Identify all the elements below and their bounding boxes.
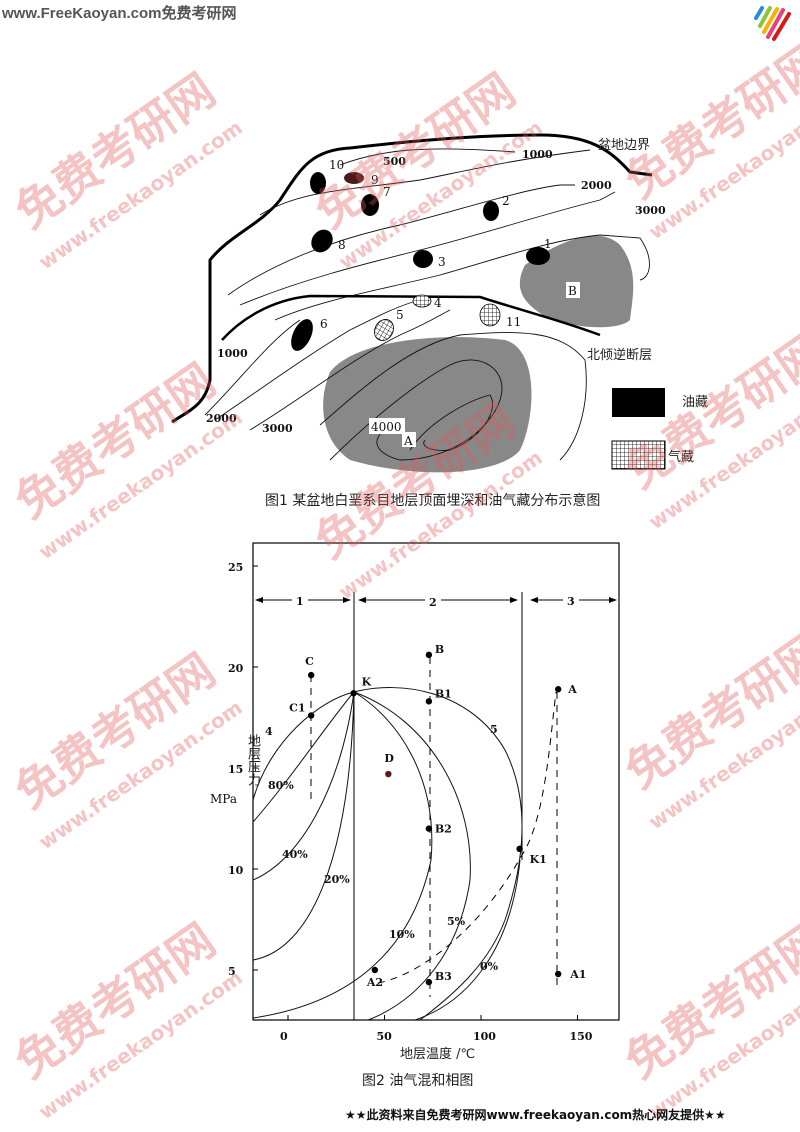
curve-40 bbox=[252, 691, 355, 881]
curve-0 bbox=[414, 859, 521, 1021]
point-a2 bbox=[371, 966, 379, 974]
point-c1 bbox=[307, 712, 315, 719]
region-label: 4 bbox=[265, 725, 273, 738]
oil-legend-label: 油藏 bbox=[682, 395, 708, 410]
reservoir-number: 10 bbox=[329, 158, 344, 172]
point-b bbox=[425, 651, 433, 659]
point-b1 bbox=[425, 698, 433, 705]
x-tick-label: 50 bbox=[377, 1030, 393, 1043]
curve-label: 0% bbox=[480, 960, 499, 973]
contour-label: 2000 bbox=[206, 412, 237, 425]
contour-label: 1000 bbox=[522, 148, 553, 161]
x-axis-label: 地层温度 /℃ bbox=[400, 1046, 475, 1062]
curve-label: 10% bbox=[389, 928, 415, 941]
y-tick-label: 20 bbox=[228, 662, 244, 675]
point-label: A bbox=[567, 683, 577, 696]
point-label: B3 bbox=[435, 970, 452, 983]
area-b-label: B bbox=[568, 284, 577, 298]
contour-label: 3000 bbox=[635, 204, 666, 217]
reservoir-number: 4 bbox=[434, 296, 442, 310]
y-tick-label: 15 bbox=[228, 763, 243, 776]
zone-label: 3 bbox=[567, 595, 575, 608]
point-label: B bbox=[435, 643, 444, 656]
reservoir-number: 9 bbox=[371, 173, 379, 187]
gas-legend-swatch bbox=[611, 440, 666, 470]
zone-label: 1 bbox=[296, 595, 304, 608]
reservoir-number: 5 bbox=[396, 308, 404, 322]
contour-label: 1000 bbox=[217, 347, 248, 360]
contour-label: 3000 bbox=[262, 422, 293, 435]
plot-frame bbox=[252, 542, 620, 1021]
point-b3 bbox=[425, 978, 433, 986]
point-d bbox=[385, 770, 392, 778]
reservoir-number: 8 bbox=[338, 238, 346, 252]
point-label: B2 bbox=[435, 823, 452, 836]
figure1-caption: 图1 某盆地白垩系目地层顶面埋深和油气藏分布示意图 bbox=[265, 492, 600, 509]
area-a bbox=[323, 337, 532, 473]
reservoir-number: 3 bbox=[438, 255, 446, 269]
fault-label: 北倾逆断层 bbox=[587, 347, 652, 363]
reservoir-number: 6 bbox=[320, 317, 328, 331]
point-label: C bbox=[305, 655, 314, 668]
legend: 油藏 气藏 bbox=[611, 388, 708, 470]
point-k1 bbox=[516, 845, 523, 852]
gas-reservoirs bbox=[374, 294, 501, 341]
point-label: K1 bbox=[530, 853, 547, 866]
curve-10 bbox=[252, 691, 433, 1019]
envelope-curve bbox=[252, 687, 523, 1021]
site-header[interactable]: www.FreeKaoyan.com免费考研网 bbox=[2, 5, 237, 22]
y-tick-label: 10 bbox=[228, 864, 244, 877]
contour-label: 4000 bbox=[371, 420, 402, 434]
basin-boundary bbox=[171, 133, 653, 424]
curve-label: 20% bbox=[324, 873, 350, 886]
point-k bbox=[350, 690, 357, 697]
dashed-a-a2 bbox=[377, 691, 557, 984]
curve-80 bbox=[252, 691, 355, 823]
contour-label: 500 bbox=[383, 155, 406, 168]
region-label: 5 bbox=[490, 723, 498, 736]
x-tick-label: 150 bbox=[570, 1030, 593, 1043]
y-axis-unit: MPa bbox=[210, 792, 237, 806]
y-tick-label: 5 bbox=[228, 965, 236, 978]
point-a1 bbox=[555, 970, 562, 978]
area-a-label: A bbox=[403, 434, 413, 448]
contour-label: 2000 bbox=[581, 179, 612, 192]
point-label: A2 bbox=[366, 976, 383, 989]
curve-label: 40% bbox=[282, 848, 308, 861]
gas-legend-label: 气藏 bbox=[668, 449, 694, 465]
curve-5 bbox=[353, 691, 471, 1021]
footer-note: ★★此资料来自免费考研网www.freekaoyan.com热心网友提供★★ bbox=[345, 1108, 726, 1122]
point-a bbox=[555, 686, 562, 693]
basin-boundary-label: 盆地边界 bbox=[598, 138, 650, 153]
reservoir-number: 7 bbox=[383, 185, 391, 199]
point-label: B1 bbox=[435, 687, 452, 700]
curve-20 bbox=[252, 691, 355, 961]
x-tick-label: 100 bbox=[473, 1030, 496, 1043]
reservoir-number: 11 bbox=[506, 315, 521, 329]
site-logo-icon bbox=[754, 6, 791, 41]
point-label: D bbox=[384, 752, 394, 765]
point-b2 bbox=[425, 825, 433, 832]
oil-reservoirs bbox=[291, 172, 550, 351]
curve-label: 80% bbox=[268, 779, 294, 792]
zone-label: 2 bbox=[429, 596, 437, 609]
x-tick-label: 0 bbox=[280, 1030, 288, 1043]
figure2-caption: 图2 油气混和相图 bbox=[362, 1073, 473, 1089]
oil-legend-swatch bbox=[612, 388, 665, 417]
point-label: A1 bbox=[569, 968, 586, 981]
curve-label: 5% bbox=[447, 915, 466, 928]
y-tick-label: 25 bbox=[228, 561, 243, 574]
reservoir-number: 1 bbox=[544, 237, 552, 251]
point-label: K bbox=[362, 675, 372, 688]
point-c bbox=[307, 671, 315, 679]
figure1-map: 盆地边界 北倾逆断层 500 1000 2000 3000 1000 2000 … bbox=[171, 133, 708, 509]
reservoir-number: 2 bbox=[502, 194, 510, 208]
north-thrust-fault bbox=[221, 294, 601, 341]
point-label: C1 bbox=[289, 701, 305, 714]
